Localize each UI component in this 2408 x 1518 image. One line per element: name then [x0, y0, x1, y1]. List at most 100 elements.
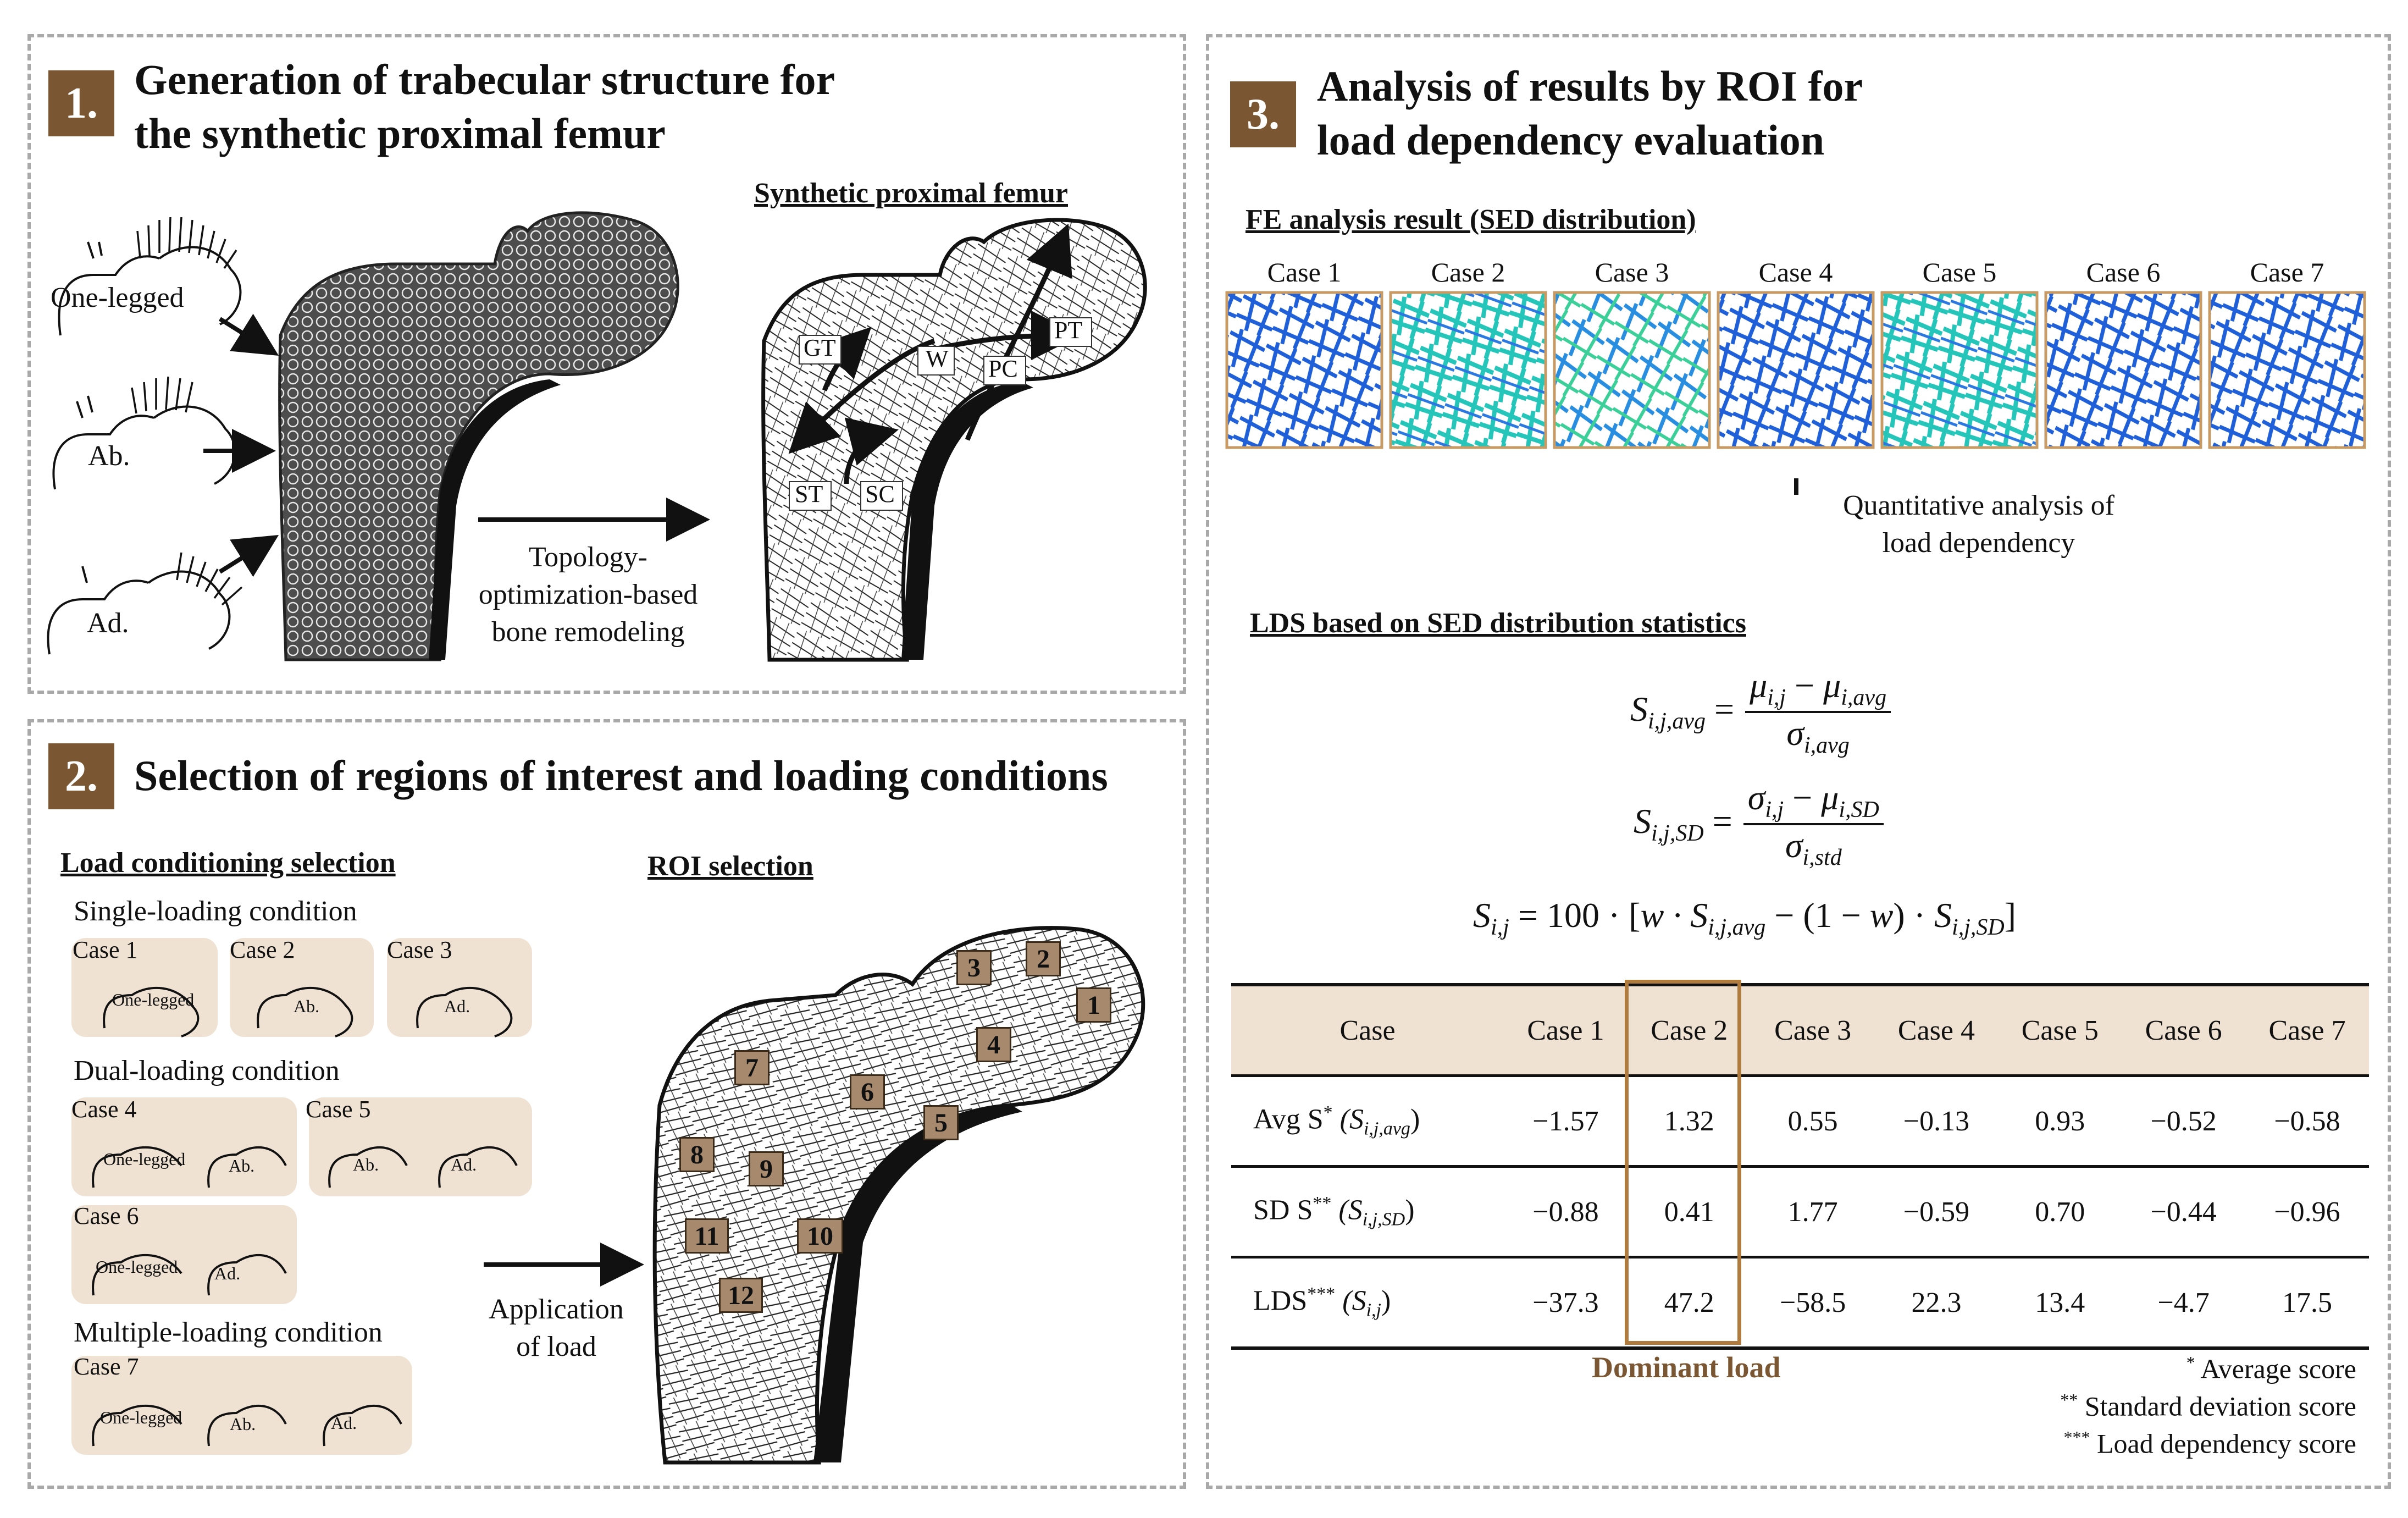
lds-case-1: −37.3: [1532, 1287, 1599, 1318]
region-label-st: ST: [795, 481, 823, 507]
lds-case-2: 47.2: [1664, 1287, 1714, 1318]
equation-sd-fraction: σi,j − μi,SD σi,std: [1743, 777, 1884, 871]
roi-marker-9: 9: [749, 1151, 784, 1186]
load-arrows: [203, 313, 279, 577]
application-caption-line2: of load: [516, 1331, 596, 1362]
panel-1-illustration: [47, 211, 1147, 662]
table-header-case-6: Case 6: [2122, 986, 2246, 1076]
load-label-adductor: Ad.: [87, 608, 129, 639]
load-label-one-legged: One-legged: [51, 282, 184, 313]
process-caption-line3: bone remodeling: [491, 616, 685, 648]
region-label-gt: GT: [804, 334, 836, 361]
sd-case-6: −0.44: [2150, 1196, 2217, 1228]
panel-1-title-line2: the synthetic proximal femur: [134, 109, 666, 157]
avg-case-3: 0.55: [1787, 1105, 1838, 1137]
row-label-avg-sym: (S: [1339, 1103, 1364, 1135]
results-table: Case Case 1 Case 2 Case 3 Case 4 Case 5 …: [1231, 986, 2369, 1350]
initial-femur-cortex: [429, 379, 561, 660]
sed-case-3: [1553, 291, 1711, 449]
case-6-mini-label-2: Ad.: [214, 1263, 241, 1283]
process-caption-line2: optimization-based: [478, 579, 698, 610]
application-caption: Application of load: [474, 1291, 639, 1366]
roi-marker-11: 11: [685, 1218, 729, 1254]
fe-case-4-label: Case 4: [1758, 257, 1833, 288]
lds-subtitle: LDS based on SED distribution statistics: [1250, 608, 1746, 639]
case-5-mini-label-1: Ab.: [353, 1155, 379, 1174]
region-label-pt: PT: [1054, 317, 1083, 344]
fe-case-7-label: Case 7: [2250, 257, 2324, 288]
row-label-sd-text: SD S: [1253, 1194, 1313, 1226]
case-4-mini-label-2: Ab.: [229, 1156, 255, 1175]
table-row: Avg S* (Si,j,avg) −1.57 1.32 0.55 −0.13 …: [1231, 1075, 2369, 1167]
row-label-avg-text: Avg S: [1253, 1103, 1324, 1135]
dual-loading-heading: Dual-loading condition: [74, 1055, 340, 1086]
lds-case-3: −58.5: [1779, 1287, 1846, 1318]
sed-case-4: [1717, 291, 1875, 449]
lds-case-4: 22.3: [1911, 1287, 1962, 1318]
panel-2-badge: 2.: [48, 743, 114, 809]
table-header-case-3: Case 3: [1751, 986, 1875, 1076]
footnote-average: * Average score: [2186, 1353, 2356, 1385]
equation-sd-lhs: Si,j,SD =: [1634, 802, 1732, 847]
one-legged-load-rays: [136, 217, 237, 269]
row-label-lds-text: LDS: [1253, 1285, 1308, 1317]
adductor-load-rays: [176, 552, 243, 606]
case-5-mini-label-2: Ad.: [451, 1155, 477, 1174]
panel-1-title: Generation of trabecular structure for t…: [134, 53, 835, 161]
row-label-sd-sub: i,j,SD: [1362, 1209, 1405, 1230]
panel-3-title: Analysis of results by ROI for load depe…: [1317, 59, 1863, 167]
case-3-card: [387, 938, 532, 1037]
application-caption-line1: Application: [489, 1294, 624, 1325]
equation-lds: Si,j = 100 · [w · Si,j,avg − (1 − w) · S…: [1473, 896, 2017, 940]
case-3-mini-label: Ad.: [444, 996, 470, 1016]
sd-case-1: −0.88: [1532, 1196, 1599, 1228]
table-header-case-1: Case 1: [1504, 986, 1628, 1076]
panel-3-title-line1: Analysis of results by ROI for: [1317, 62, 1863, 110]
footnote-lds-text: Load dependency score: [2097, 1428, 2356, 1459]
lds-case-6: −4.7: [2157, 1287, 2210, 1318]
table-header-row: Case Case 1 Case 2 Case 3 Case 4 Case 5 …: [1231, 986, 2369, 1076]
roi-marker-7: 7: [734, 1050, 770, 1085]
fe-case-3-label: Case 3: [1595, 257, 1669, 288]
roi-femur-illustration: [484, 926, 1145, 1465]
table-header-case-2: Case 2: [1627, 986, 1751, 1076]
sd-case-7: −0.96: [2274, 1196, 2340, 1228]
roi-marker-10: 10: [797, 1218, 843, 1254]
synthetic-femur-cortex: [901, 382, 1033, 660]
footnote-average-mark: *: [2186, 1353, 2195, 1372]
sd-case-4: −0.59: [1903, 1196, 1970, 1228]
region-label-w: W: [926, 345, 949, 372]
case-1-label: Case 1: [73, 936, 138, 963]
single-loading-heading: Single-loading condition: [74, 896, 357, 927]
sd-case-5: 0.70: [2035, 1196, 2085, 1228]
roi-marker-12: 12: [719, 1278, 763, 1313]
panel-1-trabecular-generation: [27, 34, 1186, 694]
roi-marker-4: 4: [976, 1027, 1011, 1062]
initial-femur-shape: [278, 211, 679, 661]
roi-marker-8: 8: [679, 1137, 715, 1172]
multiple-loading-heading: Multiple-loading condition: [74, 1317, 383, 1348]
case-7-mini-label-1: One-legged: [100, 1407, 182, 1427]
case-7-mini-label-3: Ad.: [331, 1413, 357, 1433]
dominant-load-highlight: [1625, 980, 1741, 1345]
panel-1-title-line1: Generation of trabecular structure for: [134, 56, 835, 103]
avg-case-7: −0.58: [2274, 1105, 2340, 1137]
footnote-sd-text: Standard deviation score: [2084, 1390, 2356, 1422]
sd-case-2: 0.41: [1664, 1196, 1714, 1228]
synthetic-femur-subtitle: Synthetic proximal femur: [754, 178, 1068, 209]
row-label-sd-sym: (S: [1338, 1194, 1363, 1226]
panel-3-badge: 3.: [1230, 81, 1296, 147]
row-label-avg-sub: i,j,avg: [1363, 1118, 1410, 1139]
roi-marker-3: 3: [956, 950, 992, 985]
sd-case-3: 1.77: [1787, 1196, 1838, 1228]
avg-case-5: 0.93: [2035, 1105, 2085, 1137]
region-label-boxes: [789, 317, 1092, 511]
load-conditioning-subtitle: Load conditioning selection: [60, 847, 396, 879]
case-5-label: Case 5: [306, 1096, 371, 1123]
fe-analysis-subtitle: FE analysis result (SED distribution): [1245, 204, 1696, 235]
case-2-mini-label: Ab.: [294, 996, 320, 1016]
avg-case-4: −0.13: [1903, 1105, 1970, 1137]
footnote-average-text: Average score: [2200, 1353, 2356, 1384]
case-2-label: Case 2: [230, 936, 295, 963]
roi-marker-5: 5: [923, 1105, 959, 1140]
